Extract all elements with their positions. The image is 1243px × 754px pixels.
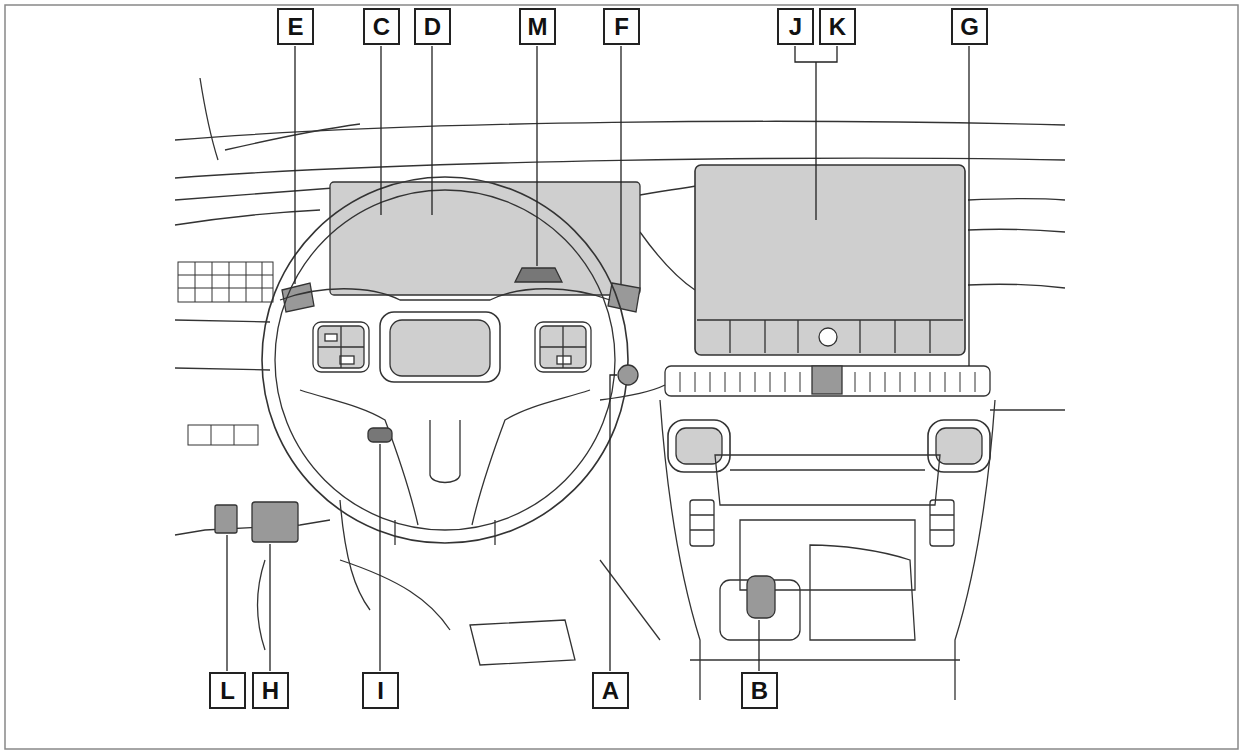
callout-letter: D (414, 8, 451, 45)
callout-letter: J (777, 8, 814, 45)
callout-letter: C (363, 8, 400, 45)
callout-letter: H (252, 672, 289, 709)
callout-letter: B (741, 672, 778, 709)
callout-letter: I (362, 672, 399, 709)
callout-letter: L (209, 672, 246, 709)
callout-letter: A (592, 672, 629, 709)
callout-letter: E (277, 8, 314, 45)
callout-letter: K (819, 8, 856, 45)
callout-letter: M (519, 8, 556, 45)
callout-letter: F (603, 8, 640, 45)
callout-letter: G (951, 8, 988, 45)
